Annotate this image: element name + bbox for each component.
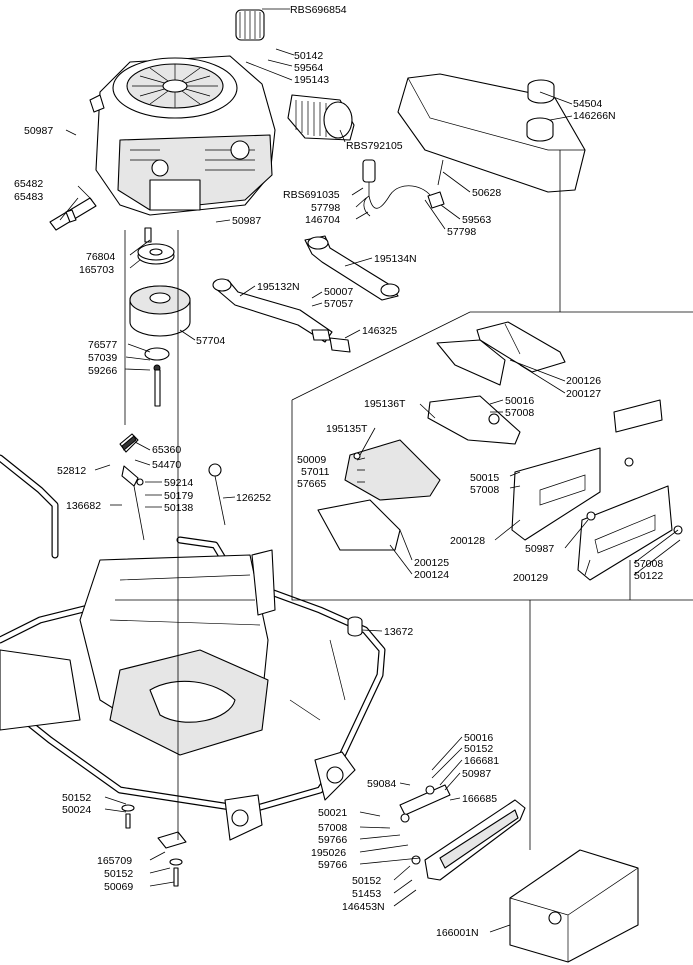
part-number-label: 51453 [352,888,381,900]
part-number-label: 59564 [294,62,323,74]
part-number-label: 50987 [24,125,53,137]
part-number-label: 57008 [318,822,347,834]
fuel-line-part [362,159,445,217]
part-number-label: 52812 [57,465,86,477]
part-number-label: 54470 [152,459,181,471]
part-number-label: 13672 [384,626,413,638]
callout-labels: RBS696854 50142 59564 195143 54504 14626… [14,4,663,939]
part-number-label: 57798 [311,202,340,214]
part-number-label: RBS691035 [283,189,340,201]
part-number-label: 50015 [470,472,499,484]
part-number-label: 195135T [326,423,368,435]
oil-drain-part [49,197,97,231]
part-number-label: 146704 [305,214,340,226]
part-number-label: 65483 [14,191,43,203]
part-number-label: 65360 [152,444,181,456]
part-number-label: 76804 [86,251,115,263]
part-number-label: 200128 [450,535,485,547]
part-number-label: 200129 [513,572,548,584]
part-number-label: 50987 [462,768,491,780]
part-number-label: 57798 [447,226,476,238]
part-number-label: 57039 [88,352,117,364]
part-number-label: 146453N [342,901,385,913]
oil-filter-part [235,9,265,41]
part-number-label: 195134N [374,253,417,265]
part-number-label: 195136T [364,398,406,410]
exhaust-pipe-195132N [212,278,351,353]
part-number-label: 50016 [505,395,534,407]
tractor-frame-part [0,454,386,841]
part-number-label: 166001N [436,927,479,939]
part-number-label: RBS792105 [346,140,403,152]
part-number-label: 195143 [294,74,329,86]
part-number-label: 76577 [88,339,117,351]
part-number-label: 57057 [324,298,353,310]
air-filter-part [287,94,355,141]
pulley-clutch-part [129,227,191,407]
inset-panel [291,311,693,601]
part-number-label: 57665 [297,478,326,490]
fuel-tank-part [397,73,586,193]
part-number-label: 50021 [318,807,347,819]
part-number-label: 57704 [196,335,225,347]
part-number-label: 50009 [297,454,326,466]
part-number-label: 50179 [164,490,193,502]
part-number-label: 59084 [367,778,396,790]
part-number-label: 165709 [97,855,132,867]
part-number-label: 50152 [62,792,91,804]
part-number-label: 59214 [164,477,193,489]
part-number-label: 50987 [525,543,554,555]
part-number-label: 50152 [352,875,381,887]
part-number-label: 165703 [79,264,114,276]
rear-bracket-part [399,784,526,881]
part-number-label: 59266 [88,365,117,377]
part-number-label: 50987 [232,215,261,227]
exhaust-pipe-195134N [304,235,400,301]
part-number-label: 50122 [634,570,663,582]
part-number-label: 57008 [470,484,499,496]
lower-bracket-parts [121,804,187,887]
part-number-label: 50138 [164,502,193,514]
part-number-label: 200126 [566,375,601,387]
weight-box-part [509,849,639,963]
bumper-pad-part [347,616,363,637]
part-number-label: 59563 [462,214,491,226]
part-number-label: 59766 [318,834,347,846]
part-number-label: 57008 [505,407,534,419]
part-number-label: 146325 [362,325,397,337]
part-number-label: 57011 [301,466,330,478]
leader-lines [59,8,681,933]
part-number-label: 50152 [464,743,493,755]
part-number-label: 166685 [462,793,497,805]
lift-handle-part [119,433,226,541]
part-number-label: 200127 [566,388,601,400]
part-number-label: 59766 [318,859,347,871]
part-number-label: 57008 [634,558,663,570]
part-number-label: 50016 [464,732,493,744]
part-number-label: 50007 [324,286,353,298]
part-number-label: 50152 [104,868,133,880]
engine-part [89,55,276,216]
part-number-label: 166681 [464,755,499,767]
part-number-label: 126252 [236,492,271,504]
part-number-label: 50069 [104,881,133,893]
part-number-label: 200124 [414,569,449,581]
part-number-label: 50628 [472,187,501,199]
part-number-label: 65482 [14,178,43,190]
part-number-label: 54504 [573,98,602,110]
part-number-label: 146266N [573,110,616,122]
part-number-label: 195132N [257,281,300,293]
part-number-label: 195026 [311,847,346,859]
part-number-label: 50024 [62,804,91,816]
part-number-label: 136682 [66,500,101,512]
part-number-label: 200125 [414,557,449,569]
part-number-label: RBS696854 [290,4,347,16]
part-number-label: 50142 [294,50,323,62]
